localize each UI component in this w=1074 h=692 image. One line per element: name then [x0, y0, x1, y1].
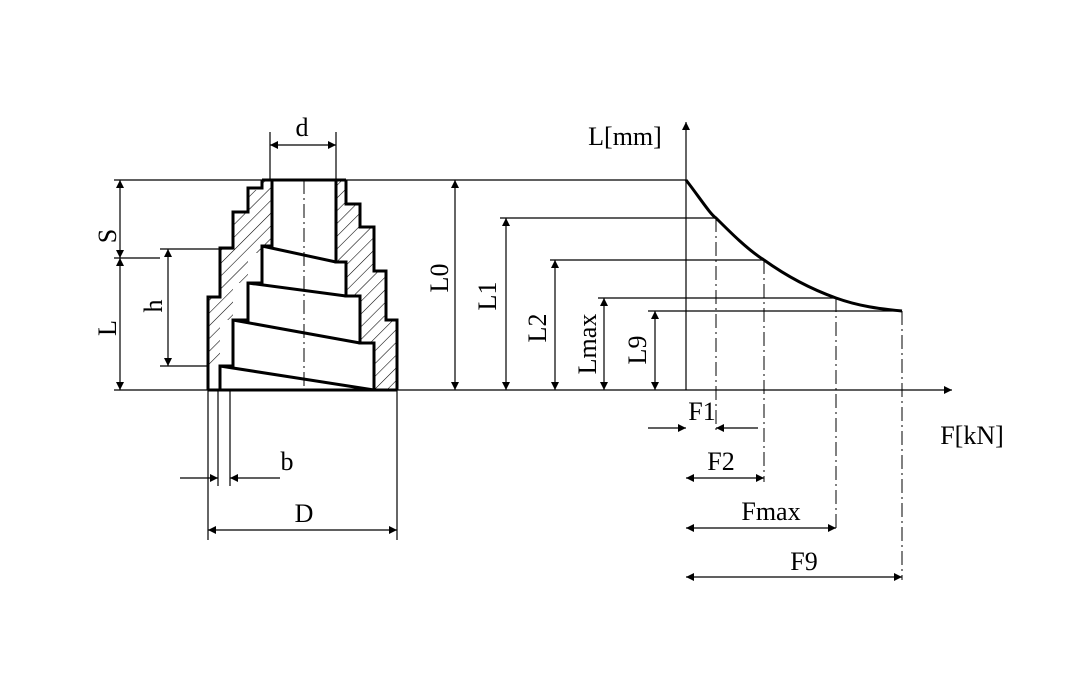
right-outer-contour — [344, 180, 399, 390]
label-L1: L1 — [473, 282, 502, 311]
level-lines — [500, 217, 902, 312]
label-L2: L2 — [523, 314, 552, 343]
label-L0: L0 — [425, 264, 454, 293]
left-wall-hatch — [208, 180, 272, 366]
d-dimension — [269, 132, 337, 180]
label-F9: F9 — [790, 547, 817, 576]
label-F2: F2 — [707, 447, 734, 476]
left-outer-contour — [206, 180, 264, 390]
force-projection-lines — [715, 218, 903, 580]
left-dimensions — [114, 180, 233, 390]
b-dimension — [180, 390, 280, 540]
label-d: d — [296, 113, 309, 142]
label-L: L — [93, 320, 122, 336]
label-Lmax: Lmax — [573, 314, 602, 375]
coil-face-4 — [219, 364, 375, 392]
right-inner-contour — [334, 180, 376, 390]
D-dimension — [208, 390, 398, 540]
label-L9: L9 — [623, 336, 652, 365]
label-F1: F1 — [688, 397, 715, 426]
right-wall-hatch — [336, 180, 397, 390]
x-axis-label: F[kN] — [940, 421, 1004, 450]
y-axis-label: L[mm] — [588, 122, 662, 151]
label-h: h — [139, 300, 168, 313]
label-b: b — [281, 447, 294, 476]
coil-face-3 — [232, 318, 361, 345]
label-D: D — [295, 499, 314, 528]
label-Fmax: Fmax — [741, 497, 800, 526]
coil-face-2 — [247, 281, 347, 298]
label-S: S — [93, 229, 122, 243]
spring-section — [206, 178, 399, 392]
spring-characteristic-curve — [684, 179, 903, 313]
coil-face-1 — [261, 244, 337, 264]
